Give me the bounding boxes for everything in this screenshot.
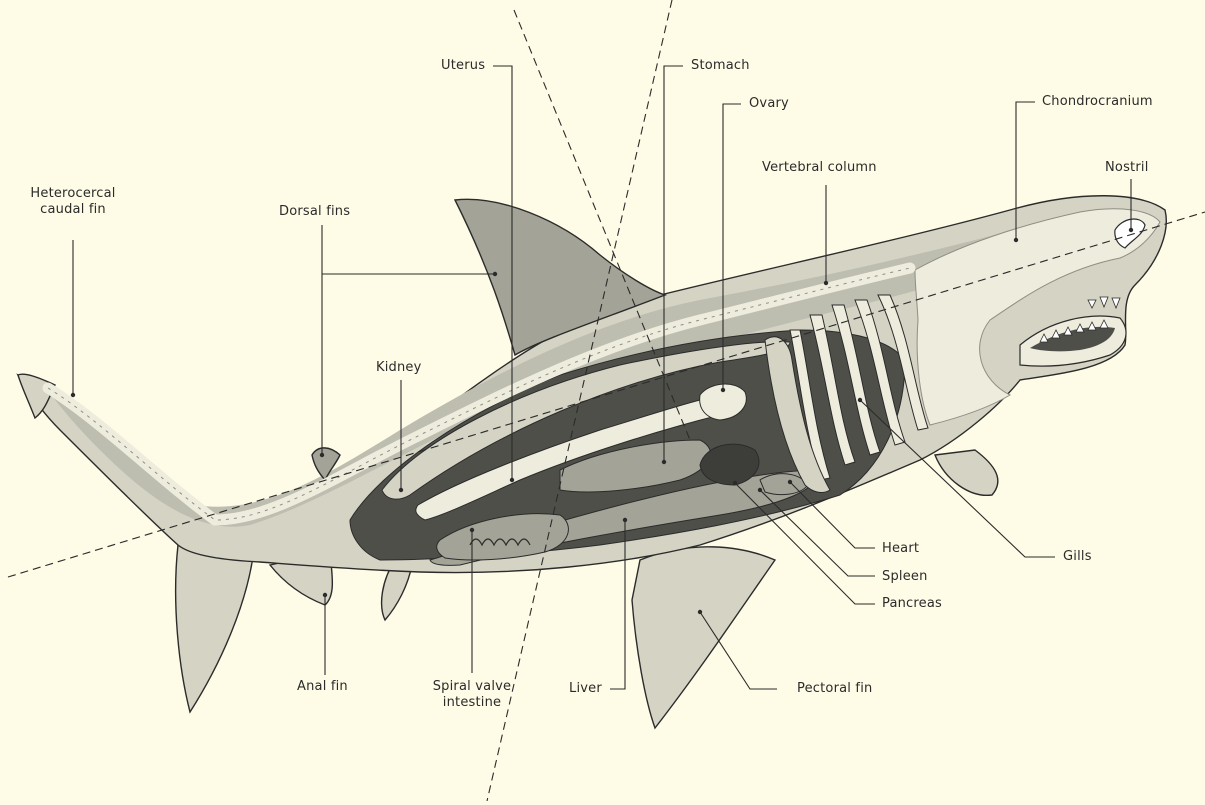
- label-heart: Heart: [882, 541, 919, 557]
- label-gills: Gills: [1063, 549, 1092, 565]
- label-heterocercal-line2: caudal fin: [18, 202, 128, 218]
- label-pancreas: Pancreas: [882, 596, 942, 612]
- label-anal-fin: Anal fin: [297, 679, 348, 695]
- label-heterocercal-caudal-fin: Heterocercal caudal fin: [18, 186, 128, 218]
- label-vertebral-column: Vertebral column: [762, 160, 877, 176]
- label-nostril: Nostril: [1105, 160, 1149, 176]
- label-ovary: Ovary: [749, 96, 789, 112]
- label-liver: Liver: [569, 681, 602, 697]
- label-pectoral-fin: Pectoral fin: [797, 681, 872, 697]
- pectoral-fin: [632, 547, 775, 728]
- label-dorsal-fins: Dorsal fins: [279, 204, 350, 220]
- label-chondrocranium: Chondrocranium: [1042, 94, 1153, 110]
- lower-head-fin: [935, 450, 998, 495]
- label-heterocercal-line1: Heterocercal: [18, 186, 128, 202]
- label-spiral-line1: Spiral valve: [412, 679, 532, 695]
- label-spleen: Spleen: [882, 569, 928, 585]
- label-spiral-line2: intestine: [412, 695, 532, 711]
- label-spiral-valve-intestine: Spiral valve intestine: [412, 679, 532, 711]
- label-kidney: Kidney: [376, 360, 422, 376]
- label-uterus: Uterus: [441, 58, 485, 74]
- label-stomach: Stomach: [691, 58, 750, 74]
- ventral-caudal-lobe: [176, 540, 255, 712]
